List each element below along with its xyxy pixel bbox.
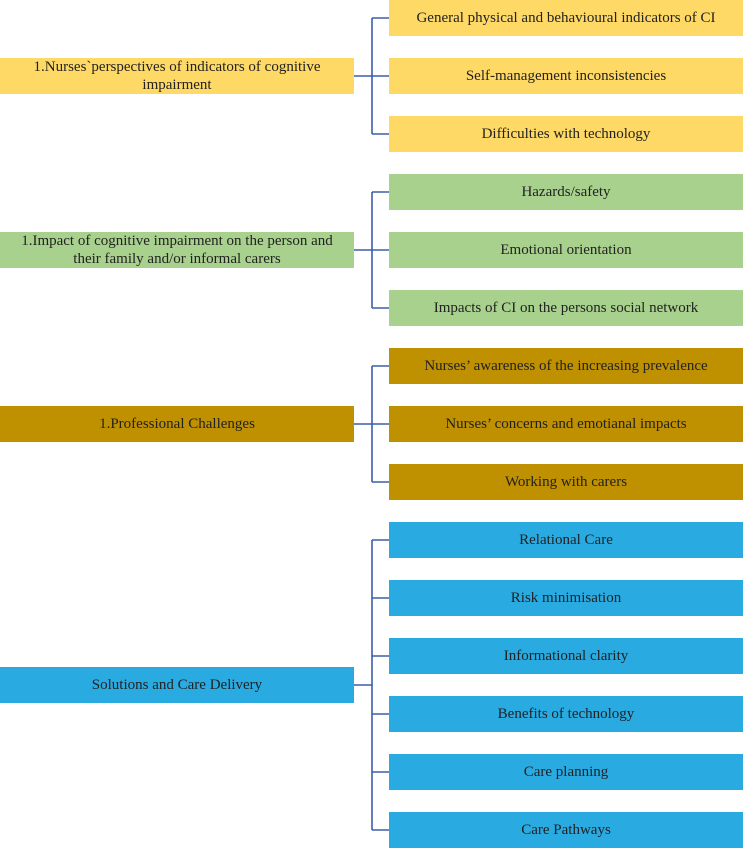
subtheme-box-solutions-4: Benefits of technology <box>389 696 743 732</box>
subtheme-box-impact-2: Emotional orientation <box>389 232 743 268</box>
subtheme-box-impact-1: Hazards/safety <box>389 174 743 210</box>
theme-box-indicators: 1.Nurses`perspectives of indicators of c… <box>0 58 354 94</box>
subtheme-box-indicators-2: Self-management inconsistencies <box>389 58 743 94</box>
theme-box-professional: 1.Professional Challenges <box>0 406 354 442</box>
subtheme-box-indicators-1: General physical and behavioural indicat… <box>389 0 743 36</box>
theme-box-impact: 1.Impact of cognitive impairment on the … <box>0 232 354 268</box>
subtheme-box-professional-1: Nurses’ awareness of the increasing prev… <box>389 348 743 384</box>
subtheme-box-solutions-2: Risk minimisation <box>389 580 743 616</box>
subtheme-box-indicators-3: Difficulties with technology <box>389 116 743 152</box>
subtheme-box-professional-2: Nurses’ concerns and emotianal impacts <box>389 406 743 442</box>
theme-box-solutions: Solutions and Care Delivery <box>0 667 354 703</box>
subtheme-box-solutions-3: Informational clarity <box>389 638 743 674</box>
subtheme-box-professional-3: Working with carers <box>389 464 743 500</box>
subtheme-box-solutions-5: Care planning <box>389 754 743 790</box>
subtheme-box-solutions-1: Relational Care <box>389 522 743 558</box>
subtheme-box-solutions-6: Care Pathways <box>389 812 743 848</box>
subtheme-box-impact-3: Impacts of CI on the persons social netw… <box>389 290 743 326</box>
